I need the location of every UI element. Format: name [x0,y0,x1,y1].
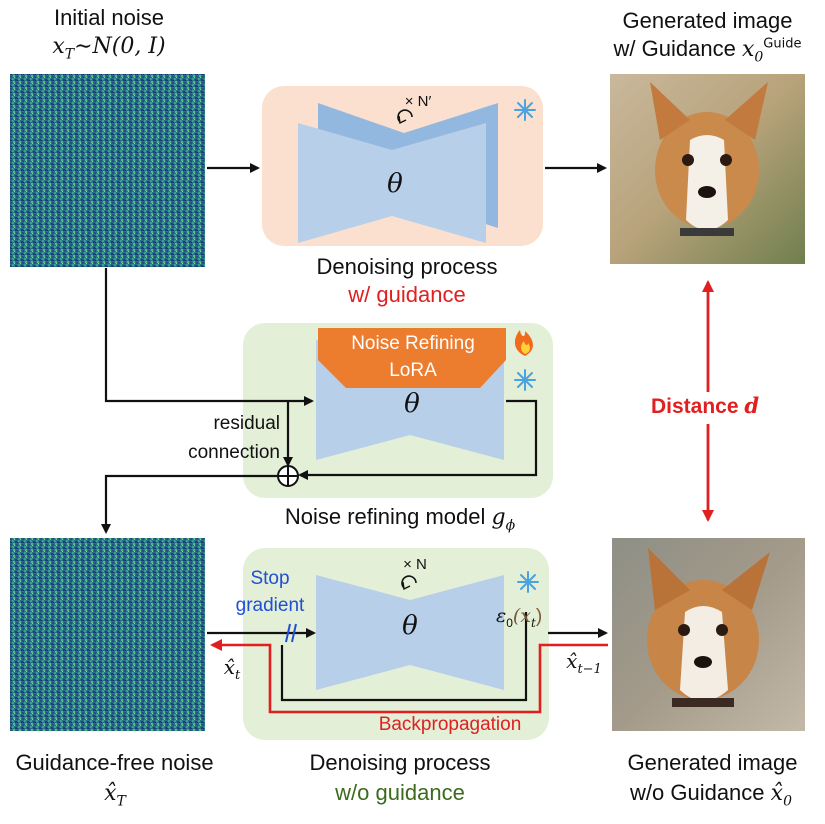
generated-top-subtitle: w/ Guidance x0Guide [595,36,820,65]
guidance-free-noise-image [10,538,205,731]
repeat-bottom-label: × N [403,556,427,573]
distance-label: Distance d [640,393,770,419]
bottom-unet-shape [316,575,504,690]
noise-refining-text: Noise refining model [284,504,492,529]
residual-label-1: residual [213,413,280,434]
denoise-bottom-title: Denoising process [309,750,491,775]
stop-gradient-mark-1 [285,623,291,643]
arrow-sum-to-guidance-free [101,474,278,534]
generated-bottom-sub: 0 [783,793,792,810]
theta-bottom: θ [402,611,418,641]
lora-subtitle: LoRA [389,360,437,381]
xt1-hat: x̂ [566,649,578,673]
distance-text: Distance [650,395,745,418]
generated-top-prefix: w/ Guidance [613,36,742,61]
xt1-sub: t−1 [577,662,602,677]
formula-sub: T [64,46,75,63]
formula-rest: ∼N(0, I) [74,34,166,59]
gf-x-hat: x̂ [104,781,117,806]
generated-bottom-x: x̂ [770,781,784,806]
snowflake-icon [517,571,539,593]
gf-sub: T [116,793,126,810]
denoise-bottom-subtitle: w/o guidance [335,780,465,805]
refiner-output-line [298,399,538,480]
g-symbol: g [491,505,506,530]
xt-hat: x̂ [223,655,236,679]
generated-top-sup: Guide [763,36,802,52]
initial-noise-image [10,74,205,267]
xt-sub: t [235,668,241,683]
generated-bottom-subtitle: w/o Guidance x̂0 [600,780,822,809]
formula-x: x [52,34,65,59]
xt1-hat-label: x̂t−1 [556,650,612,678]
distance-d: d [744,393,760,418]
stop-gradient-1: Stop [250,568,290,589]
generated-image-without-guidance [612,538,805,731]
eps-close: ) [535,606,543,627]
guidance-free-title: Guidance-free noise [15,750,214,775]
generated-top-title: Generated image [622,8,793,33]
loop-feedback-line [280,645,528,702]
generated-bottom-prefix: w/o Guidance [630,780,771,805]
fire-icon [514,330,533,356]
denoise-top-subtitle: w/ guidance [348,282,466,307]
backprop-label: Backpropagation [378,714,522,735]
snowflake-icon [514,99,536,121]
lora-title: Noise Refining [351,333,475,354]
eps-arg: (x [512,605,532,627]
generated-top-sub: 0 [754,49,764,66]
unet-front-shape [298,123,486,243]
arrow-noise-to-refiner [104,268,314,406]
lora-block [318,328,506,388]
generated-bottom-title: Generated image [627,750,798,775]
guidance-free-formula: x̂T [70,780,160,809]
snowflake-icon [514,369,536,391]
denoise-top-title: Denoising process [316,254,498,279]
stop-gradient-mark-2 [291,623,297,643]
stop-gradient-2: gradient [235,595,305,616]
eps-symbol: ε [496,605,507,627]
eps-arg-sub: t [531,615,536,630]
loop-arrow-top [397,109,413,123]
repeat-top-label: × N′ [404,93,432,110]
backprop-path [210,639,608,714]
epsilon-label: ε0(xt) [496,605,606,631]
residual-label-2: connection [188,442,280,463]
eps-sub: 0 [506,615,513,630]
generated-image-with-guidance [610,74,805,264]
initial-noise-label: Initial noise [53,5,165,30]
generated-top-x: x [741,37,755,62]
initial-noise-formula: xT∼N(0, I) [14,33,204,62]
theta-top: θ [387,169,403,199]
loop-arrow-bottom [401,575,417,589]
noise-refining-model-label: Noise refining model gϕ [250,504,550,533]
xt-hat-label: x̂t [212,656,252,684]
theta-mid: θ [404,389,420,419]
phi-sub: ϕ [505,517,516,534]
